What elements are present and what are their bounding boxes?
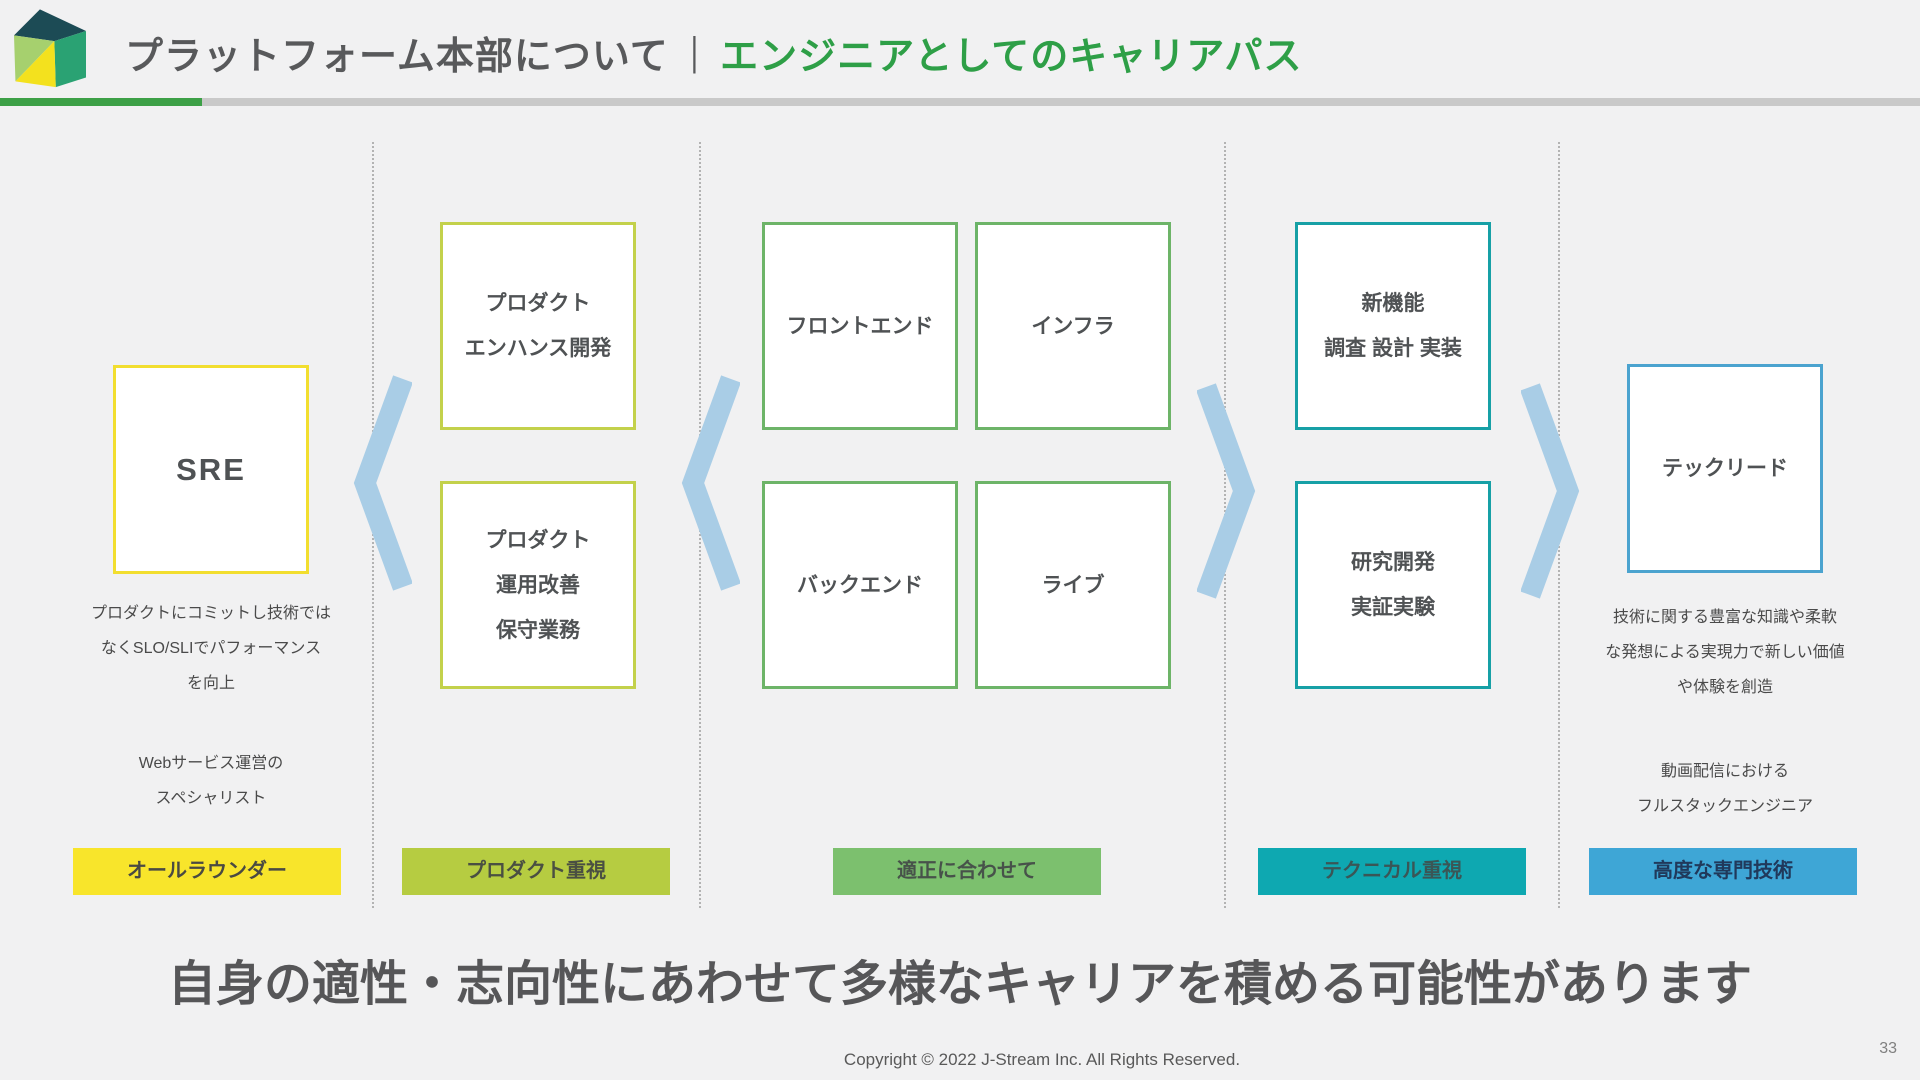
career-box-backend: バックエンド: [762, 481, 958, 689]
badge-match-aptitude: 適正に合わせて: [833, 848, 1101, 895]
slide-title: プラットフォーム本部について | エンジニアとしてのキャリアパス: [125, 22, 1302, 82]
header-underline: [202, 98, 1920, 106]
badge-product-focused: プロダクト重視: [402, 848, 670, 895]
note-sre-detail: プロダクトにコミットし技術では なくSLO/SLIでパフォーマンス を向上: [90, 605, 331, 692]
career-box-live: ライブ: [975, 481, 1171, 689]
j-stream-cube-logo-icon: [14, 9, 86, 88]
badge-advanced-expertise: 高度な専門技術: [1589, 848, 1857, 895]
career-box-sre: SRE: [113, 365, 309, 574]
header-underline-accent: [0, 98, 202, 106]
career-box-infra: インフラ: [975, 222, 1171, 430]
badge-all-rounder: オールラウンダー: [73, 848, 341, 895]
badge-technical-focused: テクニカル重視: [1258, 848, 1526, 895]
slide-title-topic: エンジニアとしてのキャリアパス: [720, 35, 1303, 78]
note-sre-role: Webサービス運営の スペシャリスト: [138, 755, 284, 807]
career-box-tech-lead: テックリード: [1627, 364, 1823, 573]
page-number: 33: [1879, 1040, 1897, 1057]
chevron-right-icon: [1521, 383, 1580, 599]
copyright-text: Copyright © 2022 J-Stream Inc. All Right…: [843, 1050, 1241, 1069]
chevron-left-icon: [353, 375, 412, 591]
career-box-product-operation: プロダクト 運用改善 保守業務: [440, 481, 636, 689]
career-box-new-features: 新機能 調査 設計 実装: [1295, 222, 1491, 430]
career-box-frontend: フロントエンド: [762, 222, 958, 430]
note-tech-lead-detail: 技術に関する豊富な知識や柔軟 な発想による実現力で新しい価値 や体験を創造: [1605, 609, 1845, 696]
slide-key-message: 自身の適性・志向性にあわせて多様なキャリアを積める可能性があります: [167, 958, 1752, 1011]
slide-title-section: プラットフォーム本部について: [125, 35, 669, 78]
career-box-rnd: 研究開発 実証実験: [1295, 481, 1491, 689]
chevron-left-icon: [681, 375, 740, 591]
career-box-product-enhance: プロダクト エンハンス開発: [440, 222, 636, 430]
note-tech-lead-role: 動画配信における フルスタックエンジニア: [1636, 763, 1813, 815]
title-divider: |: [690, 29, 699, 74]
chevron-right-icon: [1197, 383, 1256, 599]
